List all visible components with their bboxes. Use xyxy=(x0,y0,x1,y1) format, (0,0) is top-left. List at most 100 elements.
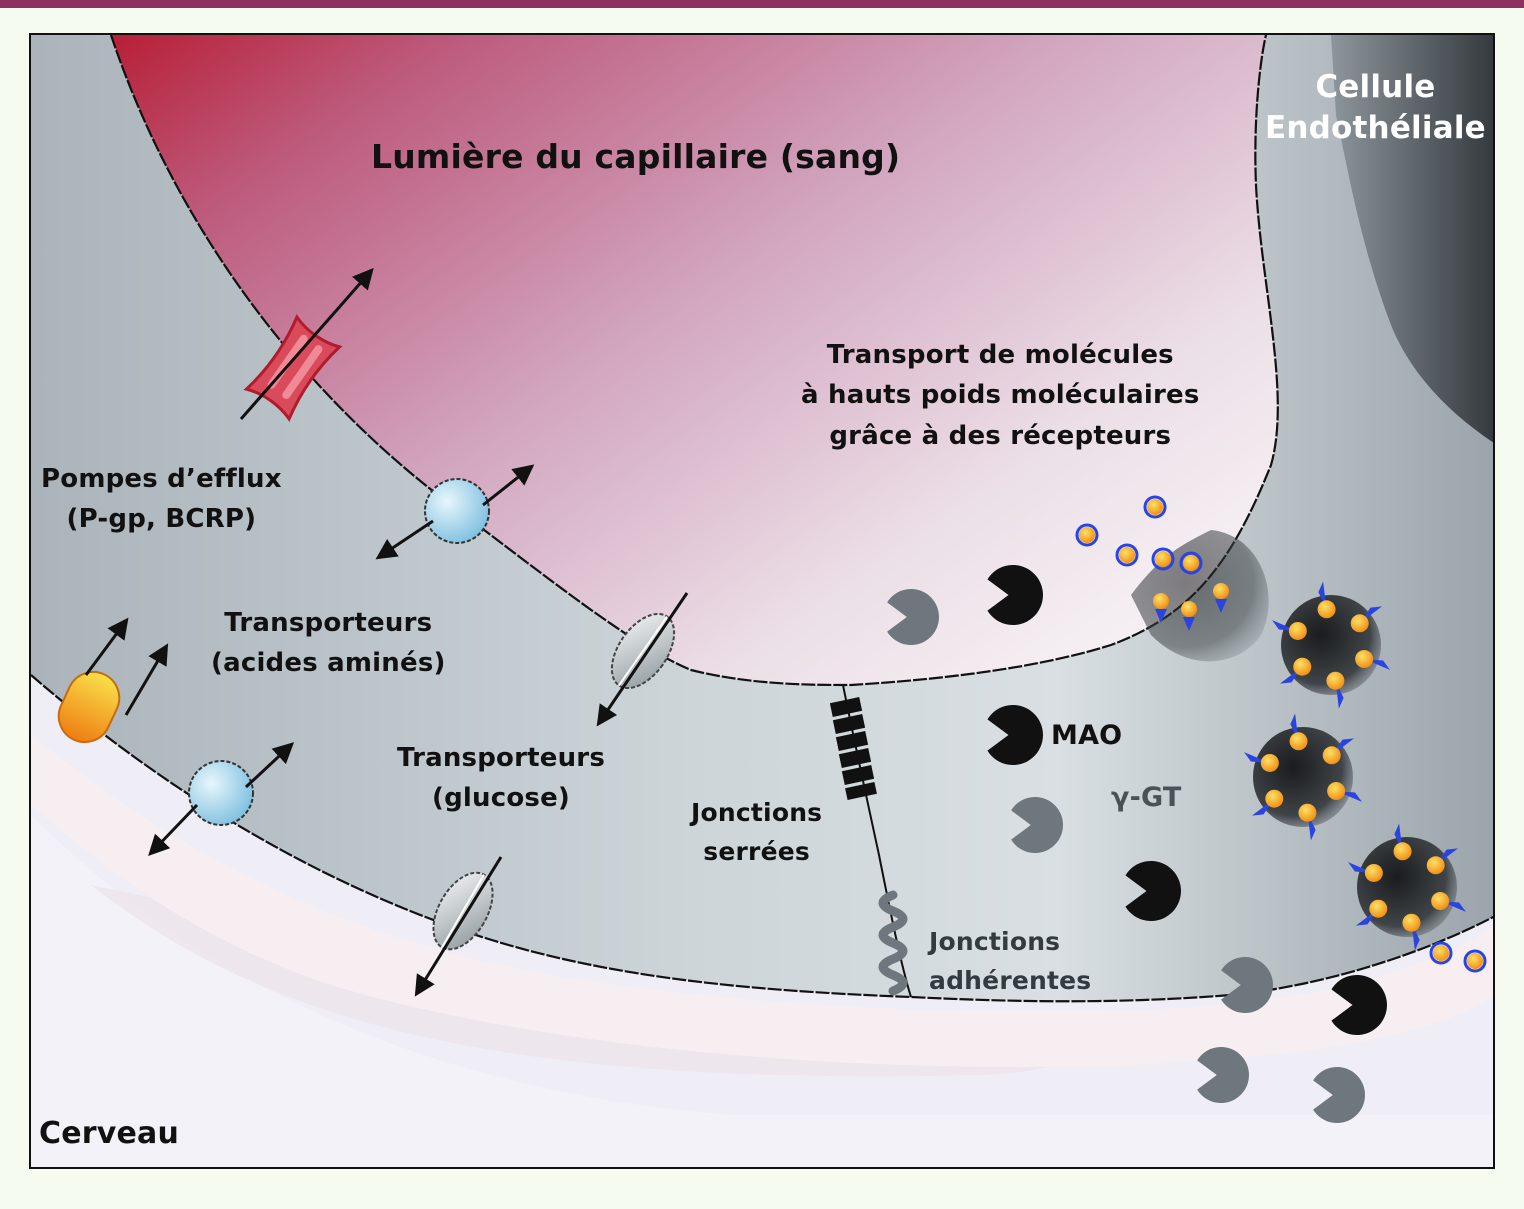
label-line: Transporteurs xyxy=(224,608,433,638)
bbb-scene xyxy=(31,35,1493,1167)
ligand-icon xyxy=(1265,789,1284,808)
label-line: Transport de molécules xyxy=(826,340,1174,370)
mao-enzyme-icon xyxy=(1125,861,1182,922)
yellow-transporter-icon xyxy=(57,670,121,744)
nucleus-region xyxy=(1331,35,1493,443)
ligand-icon xyxy=(1147,499,1163,515)
mao-enzyme-icon xyxy=(987,565,1043,625)
ligand-icon xyxy=(1322,746,1341,765)
ggt-enzyme-icon xyxy=(1313,1067,1365,1124)
receptor-icon xyxy=(1440,901,1466,912)
diagram-frame: Lumière du capillaire (sang) Cellule End… xyxy=(29,33,1495,1169)
ligand-icon xyxy=(1433,945,1449,961)
ligand-icon xyxy=(1327,782,1346,801)
mao-label: MAO xyxy=(1051,720,1123,751)
ligand-icon xyxy=(1293,657,1312,676)
efflux-pump-icon xyxy=(243,313,343,423)
ligand-icon xyxy=(1369,899,1388,918)
label-line: Jonctions xyxy=(691,798,823,827)
ligand-icon xyxy=(1467,953,1483,969)
receptor-icon xyxy=(1115,543,1139,567)
receptor-icon xyxy=(1215,599,1227,613)
receptor-icon xyxy=(1429,941,1453,965)
receptor-icon xyxy=(1151,547,1175,571)
yellow-transporter-arrow xyxy=(84,617,129,676)
ligand-icon xyxy=(1079,527,1095,543)
amino-acid-arrow-out xyxy=(482,464,535,507)
ligand-icon xyxy=(1350,614,1369,633)
ligand-icon xyxy=(1119,547,1135,563)
endothelial-cell-label: Cellule Endothéliale xyxy=(1265,67,1486,149)
capillary-lumen xyxy=(111,35,1278,685)
ligand-icon xyxy=(1153,593,1169,609)
glucose-arrow xyxy=(596,592,689,727)
label-line: serrées xyxy=(703,836,810,866)
label-line: à hauts poids moléculaires xyxy=(801,380,1200,411)
ligand-icon xyxy=(1260,753,1279,772)
label-line: (acides aminés) xyxy=(211,648,446,679)
receptor-icon xyxy=(1143,495,1167,519)
yellow-transporter-arrow xyxy=(124,643,169,716)
label-line: grâce à des récepteurs xyxy=(829,420,1172,451)
ligand-icon xyxy=(1213,583,1229,599)
brain-label: Cerveau xyxy=(39,1116,180,1151)
ligand-icon xyxy=(1298,803,1317,822)
ligand-icon xyxy=(1426,856,1445,875)
intercellular-junction-line xyxy=(842,684,912,998)
receptor-icon xyxy=(1155,609,1167,623)
ligand-icon xyxy=(1402,913,1421,932)
amino-acid-arrow-out xyxy=(244,742,295,789)
ggt-enzyme-icon xyxy=(1221,957,1273,1014)
receptor-icon xyxy=(1364,659,1390,670)
amino-acid-transporters-label: Transporteurs (acides aminés) xyxy=(211,603,446,684)
label-line: Pompes d’efflux xyxy=(41,464,282,494)
ligand-icon xyxy=(1364,863,1383,882)
ligand-icon xyxy=(1289,732,1308,751)
ggt-enzyme-icon xyxy=(1011,797,1063,853)
label-line: Jonctions xyxy=(929,927,1061,956)
receptor-icon xyxy=(1463,949,1487,973)
abluminal-membrane xyxy=(31,674,1493,1003)
adherens-junctions-label: Jonctions adhérentes xyxy=(929,923,1091,1001)
ggt-enzyme-icon xyxy=(887,588,940,645)
adherens-junction-icon xyxy=(878,890,908,996)
label-line: Endothéliale xyxy=(1265,109,1486,146)
ligand-icon xyxy=(1393,842,1412,861)
receptor-icon xyxy=(1244,752,1270,763)
label-line: Transporteurs xyxy=(397,743,605,773)
efflux-arrow xyxy=(239,267,374,420)
mao-enzyme-icon xyxy=(1331,975,1388,1035)
receptor-transport-label: Transport de molécules à hauts poids mol… xyxy=(801,335,1200,456)
ligand-icon xyxy=(1326,671,1345,690)
glucose-arrow xyxy=(414,856,503,997)
receptor-icon xyxy=(1272,620,1298,631)
label-line: adhérentes xyxy=(929,965,1092,995)
receptor-icon xyxy=(1348,862,1374,873)
amino-acid-arrow-in xyxy=(375,519,434,560)
ligand-icon xyxy=(1317,600,1336,619)
label-line: (glucose) xyxy=(432,783,570,814)
ligand-icon xyxy=(1288,621,1307,640)
ligand-icon xyxy=(1183,555,1199,571)
ligand-icon xyxy=(1181,601,1197,617)
glucose-transporters-label: Transporteurs (glucose) xyxy=(397,738,605,819)
mao-enzyme-icon xyxy=(987,705,1043,766)
ggt-label: γ-GT xyxy=(1111,782,1182,813)
receptor-icon xyxy=(1336,791,1362,802)
receptor-icon xyxy=(1075,523,1099,547)
tight-junctions-label: Jonctions serrées xyxy=(691,794,822,872)
lumen-label: Lumière du capillaire (sang) xyxy=(371,137,901,176)
pericyte-layer xyxy=(31,735,1493,1067)
brain-light-area xyxy=(31,815,1493,1167)
amino-acid-transporter-icon xyxy=(424,478,490,544)
label-line: (P-gp, BCRP) xyxy=(66,504,257,535)
ligand-icon xyxy=(1355,650,1374,669)
header-bar xyxy=(0,0,1524,8)
ligand-icon xyxy=(1431,892,1450,911)
tight-junction-icon xyxy=(829,697,877,800)
label-line: Cellule xyxy=(1315,69,1436,105)
efflux-pumps-label: Pompes d’efflux (P-gp, BCRP) xyxy=(41,459,282,540)
luminal-membrane xyxy=(109,35,1279,687)
receptor-icon xyxy=(1179,551,1203,575)
amino-acid-transporter-icon xyxy=(188,760,254,826)
